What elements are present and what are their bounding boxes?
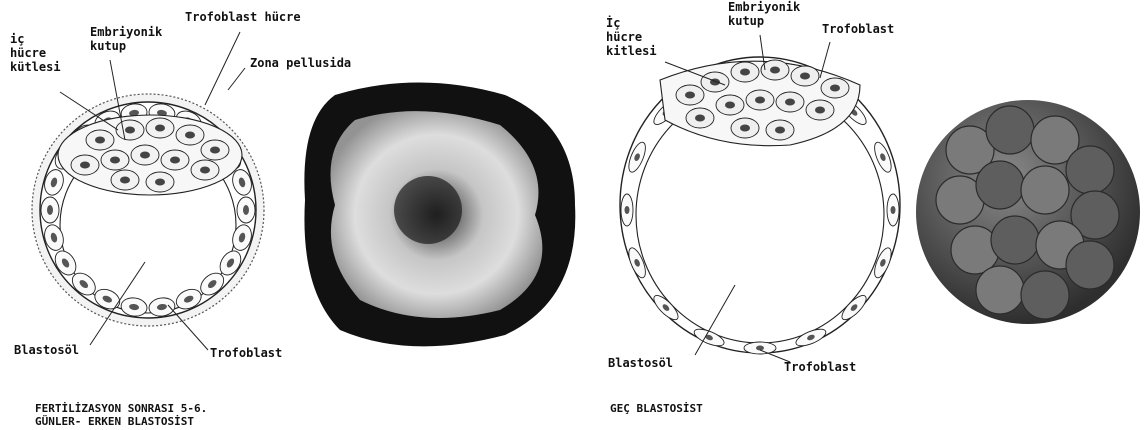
- late-blastocyst-drawing: [620, 57, 900, 354]
- label-embriyonik-kutup-right: Embriyonik kutup: [728, 0, 800, 28]
- caption-late-blastocyst: GEÇ BLASTOSİST: [610, 402, 703, 415]
- cell-nucleus: [155, 125, 165, 132]
- label-ic-hucre-kitlesi-right: İç hücre kitlesi: [606, 16, 657, 58]
- cell-nucleus: [185, 132, 195, 139]
- cell-nucleus: [140, 152, 150, 159]
- label-trofoblast-top-right: Trofoblast: [822, 22, 894, 36]
- cell-nucleus: [830, 85, 840, 92]
- sem-cell: [1066, 241, 1114, 289]
- cell-nucleus: [815, 107, 825, 114]
- label-embriyonik-kutup-left: Embriyonik kutup: [90, 25, 162, 53]
- label-trofoblast-bottom-right: Trofoblast: [784, 360, 856, 374]
- cell-nucleus: [755, 97, 765, 104]
- cell-nucleus: [210, 147, 220, 154]
- cell-nucleus: [95, 137, 105, 144]
- cell-nucleus: [110, 157, 120, 164]
- cell-nucleus: [740, 69, 750, 76]
- cell-nucleus: [125, 127, 135, 134]
- label-zona-pellusida: Zona pellusida: [250, 56, 351, 70]
- sem-cell: [976, 266, 1024, 314]
- cell-nucleus: [775, 127, 785, 134]
- cell-nucleus: [685, 92, 695, 99]
- cell-nucleus: [695, 115, 705, 122]
- cell-nucleus: [785, 99, 795, 106]
- caption-early-blastocyst: FERTİLİZASYON SONRASI 5-6. GÜNLER- ERKEN…: [35, 402, 207, 428]
- label-trofoblast-hucre: Trofoblast hücre: [185, 10, 301, 24]
- cell-nucleus: [770, 67, 780, 74]
- cell-nucleus: [625, 206, 630, 214]
- label-trofoblast-left: Trofoblast: [210, 346, 282, 360]
- late-blastocyst-sem-image: [916, 100, 1140, 324]
- cell-nucleus: [47, 205, 53, 215]
- sem-cell: [1021, 166, 1069, 214]
- cell-nucleus: [740, 125, 750, 132]
- cell-nucleus: [200, 167, 210, 174]
- cell-nucleus: [891, 206, 896, 214]
- label-blastosol-right: Blastosöl: [608, 356, 673, 370]
- label-ic-hucre-kitlesi-left: iç hücre kütlesi: [10, 32, 61, 74]
- cell-nucleus: [800, 73, 810, 80]
- cell-nucleus: [243, 205, 249, 215]
- cell-nucleus: [155, 179, 165, 186]
- cell-nucleus: [120, 177, 130, 184]
- early-blastocyst-drawing: [32, 94, 264, 326]
- cell-nucleus: [725, 102, 735, 109]
- label-blastosol-left: Blastosöl: [14, 343, 79, 357]
- sem-cell: [1066, 146, 1114, 194]
- sem-cell: [991, 216, 1039, 264]
- sem-cell: [1021, 271, 1069, 319]
- cell-nucleus: [80, 162, 90, 169]
- cell-nucleus: [170, 157, 180, 164]
- sem-cell: [976, 161, 1024, 209]
- early-blastocyst-micrograph: [304, 83, 575, 347]
- micrograph-center: [394, 176, 462, 244]
- sem-cell: [986, 106, 1034, 154]
- cell-nucleus: [756, 346, 764, 351]
